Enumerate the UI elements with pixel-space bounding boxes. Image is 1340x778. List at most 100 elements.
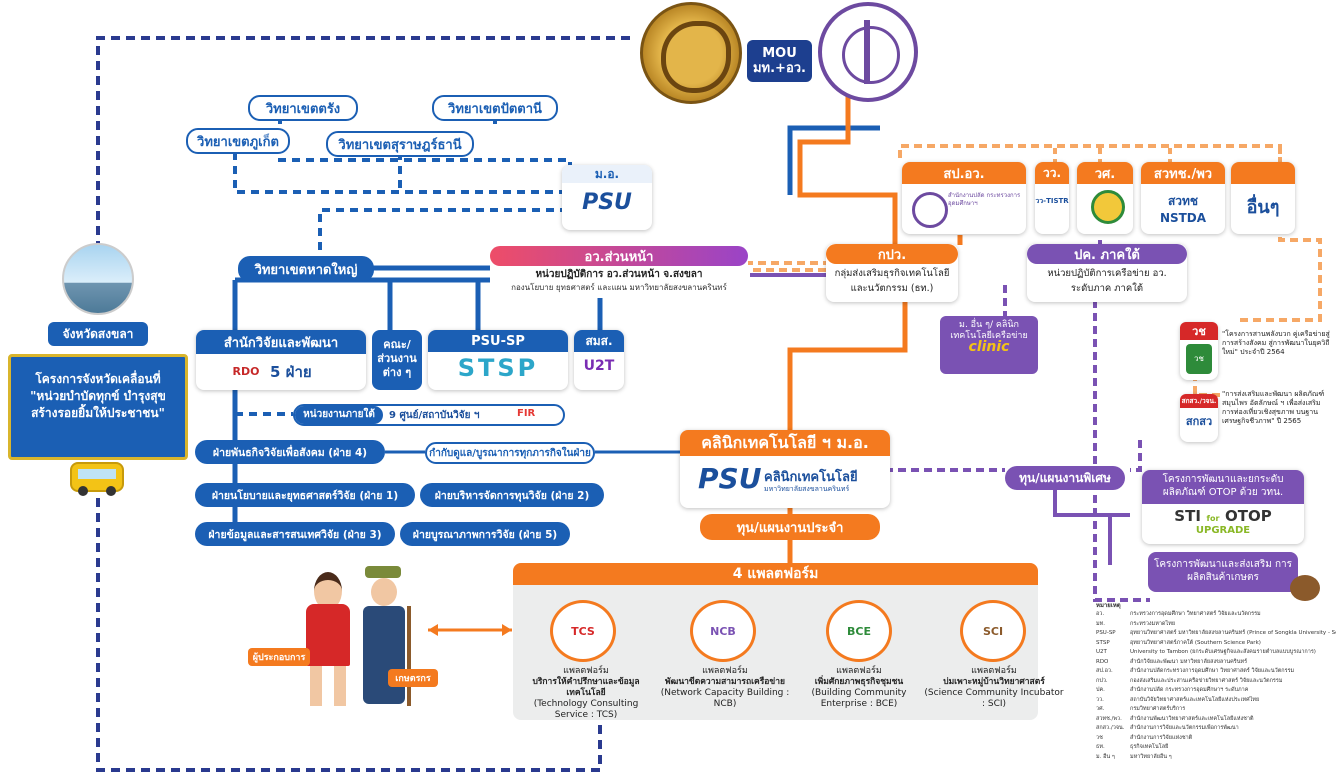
nstda-logo: สวทช NSTDA: [1159, 194, 1207, 225]
wch-card[interactable]: วช วช: [1180, 322, 1218, 380]
division-2[interactable]: ฝ่ายบริหารจัดการทุนวิจัย (ฝ่าย 2): [420, 483, 604, 507]
legend-abbr: PSU-SP: [1096, 630, 1116, 636]
rdo-logo: RDO: [232, 365, 260, 378]
clinic-header: คลินิกเทคโนโลยี ฯ ม.อ.: [680, 430, 890, 456]
legend-desc: กรมวิทยาศาสตร์บริการ: [1130, 706, 1186, 712]
province-project-text: โครงการจังหวัดเคลื่อนที่ "หน่วยบำบัดทุกข…: [30, 372, 166, 420]
legend-desc: อุทยานวิทยาศาสตร์ มหาวิทยาลัยสงขลานครินท…: [1130, 630, 1336, 636]
legend-abbr: วว.: [1096, 696, 1104, 703]
legend-desc: สำนักงานปลัด กระทรวงการอุดมศึกษาฯ ระดับภ…: [1130, 687, 1249, 693]
sms-card[interactable]: สมส. U2T: [574, 330, 624, 390]
entrepreneur-figure: [300, 572, 356, 712]
legend-abbr: ม. อื่น ๆ: [1096, 753, 1115, 760]
legend-row: ม. อื่น ๆ มหาวิทยาลัยอื่น ๆ: [1096, 753, 1336, 763]
psusp-logo: STSP: [457, 354, 539, 382]
wch-text: "โครงการสานพลังบวก คู่เครือข่ายสู่การสร้…: [1222, 330, 1330, 356]
kpw-card[interactable]: กปว. กลุ่มส่งเสริมธุรกิจเทคโนโลยี และนวั…: [826, 244, 958, 302]
legend-row: กปว.กองส่งเสริมและประสานเครือข่ายวิทยาศา…: [1096, 677, 1336, 687]
tcs-pre: แพลตฟอร์ม: [563, 666, 609, 676]
clinic-network-logo: clinic: [968, 339, 1010, 355]
institutes-row[interactable]: หน่วยงานภายใต้ 9 ศูนย์/สถาบันวิจัย ฯ FIR: [293, 404, 565, 426]
sks-logo: สกสว: [1185, 415, 1213, 428]
sms-logo: U2T: [583, 358, 615, 374]
platforms-header: 4 แพลตฟอร์ม: [513, 563, 1038, 585]
agri-card[interactable]: โครงการพัฒนาและส่งเสริม การผลิตสินค้าเกษ…: [1148, 552, 1298, 592]
campus-trang[interactable]: วิทยาเขตตรัง: [248, 95, 358, 121]
agency-tspo[interactable]: สป.อว. สำนักงานปลัด กระทรวงการอุดมศึกษาฯ: [902, 162, 1026, 234]
division-3[interactable]: ฝ่ายข้อมูลและสารสนเทศวิจัย (ฝ่าย 3): [195, 522, 395, 546]
special-fund[interactable]: ทุน/แผนงานพิเศษ: [1005, 466, 1125, 490]
ncb-icon: NCB: [690, 600, 756, 662]
agency-nstda-label: สวทช./พว: [1141, 162, 1225, 184]
campus-surat[interactable]: วิทยาเขตสุราษฎร์ธานี: [326, 131, 474, 157]
farmer-figure: [355, 566, 415, 712]
faculty-label: คณะ/ ส่วนงาน ต่าง ๆ: [377, 338, 417, 379]
legend-desc: ธุรกิจเทคโนโลยี: [1130, 744, 1169, 750]
legend-desc: มหาวิทยาลัยอื่น ๆ: [1130, 753, 1172, 760]
legend-desc: สำนักงานพัฒนาวิทยาศาสตร์และเทคโนโลยีแห่ง…: [1130, 715, 1254, 722]
legend-desc: อุทยานวิทยาศาสตร์ภาคใต้ (Southern Scienc…: [1130, 639, 1261, 646]
agency-others[interactable]: อื่นๆ: [1231, 162, 1295, 234]
legend-abbr: มท.: [1096, 620, 1105, 627]
province-label[interactable]: จังหวัดสงขลา: [48, 322, 148, 346]
division-4[interactable]: ฝ่ายพันธกิจวิจัยเพื่อสังคม (ฝ่าย 4): [195, 440, 385, 464]
dashed-link-mou-province: [96, 36, 630, 245]
sks-header: สกสว./วจน.: [1180, 394, 1218, 408]
agri-label: โครงการพัฒนาและส่งเสริม การผลิตสินค้าเกษ…: [1153, 559, 1293, 583]
bce-en: (Building Community Enterprise : BCE): [811, 688, 907, 709]
agency-tistr-label: วว.: [1035, 162, 1069, 184]
entrepreneur-label: ผู้ประกอบการ: [248, 648, 310, 666]
agency-nstda[interactable]: สวทช./พว สวทช NSTDA: [1141, 162, 1225, 234]
tcs-icon-label: TCS: [571, 624, 595, 638]
agency-tspo-label: สป.อว.: [902, 162, 1026, 184]
legend-row: วชสำนักงานการวิจัยแห่งชาติ: [1096, 734, 1336, 744]
mou-subtitle: มท.+อว.: [752, 61, 806, 76]
otop-card[interactable]: โครงการพัฒนาและยกระดับ ผลิตภัณฑ์ OTOP ด้…: [1142, 470, 1304, 544]
division-1[interactable]: ฝ่ายนโยบายและยุทธศาสตร์วิจัย (ฝ่าย 1): [195, 483, 415, 507]
faculty-card[interactable]: คณะ/ ส่วนงาน ต่าง ๆ: [372, 330, 422, 390]
campus-pattani[interactable]: วิทยาเขตปัตตานี: [432, 95, 558, 121]
legend-abbr: วช: [1096, 734, 1103, 741]
kpw-header: กปว.: [826, 244, 958, 264]
sci-icon-label: SCI: [982, 624, 1004, 638]
ncb-icon-label: NCB: [710, 624, 736, 638]
tistr-logo: วว-TISTR: [1035, 197, 1069, 205]
forward-unit-line2: กองนโยบาย ยุทธศาสตร์ และแผน มหาวิทยาลัยส…: [511, 283, 727, 292]
psu-card[interactable]: ม.อ. PSU: [562, 165, 652, 230]
wch-logo: วช: [1186, 344, 1212, 374]
other-uni-label: ม. อื่น ๆ/ คลินิกเทคโนโลยีเครือข่าย: [950, 320, 1028, 341]
psusp-card[interactable]: PSU-SP STSP: [428, 330, 568, 390]
tspo-logo-text: สำนักงานปลัด กระทรวงการอุดมศึกษาฯ: [948, 192, 1021, 207]
psu-header: ม.อ.: [562, 165, 652, 183]
south-card[interactable]: ปค. ภาคใต้ หน่วยปฏิบัติการเครือข่าย อว. …: [1027, 244, 1187, 302]
division-5[interactable]: ฝ่ายบูรณาภาพการวิจัย (ฝ่าย 5): [400, 522, 570, 546]
fir-logo: FIR: [517, 408, 536, 419]
sci-icon: SCI: [960, 600, 1026, 662]
legend-abbr: ปค.: [1096, 687, 1105, 693]
legend-row: ธท. ธุรกิจเทคโนโลยี: [1096, 743, 1336, 753]
south-header: ปค. ภาคใต้: [1027, 244, 1187, 264]
legend-abbr: STSP: [1096, 639, 1110, 646]
campus-phuket[interactable]: วิทยาเขตภูเก็ต: [186, 128, 290, 154]
clinic-card[interactable]: คลินิกเทคโนโลยี ฯ ม.อ. PSU คลินิกเทคโนโล…: [680, 430, 890, 508]
legend-desc: University to Tambon (ยกระดับเศรษฐกิจและ…: [1130, 649, 1316, 655]
rdo-card[interactable]: สำนักวิจัยและพัฒนา RDO 5 ฝ่าย: [196, 330, 366, 390]
clinic-logo-text: คลินิกเทคโนโลยี: [764, 470, 858, 485]
sks-card[interactable]: สกสว./วจน. สกสว: [1180, 394, 1218, 442]
kpw-line1: กลุ่มส่งเสริมธุรกิจเทคโนโลยี: [834, 268, 950, 279]
institutes-label: หน่วยงานภายใต้: [295, 406, 383, 424]
otop-logo-otop: OTOP: [1224, 507, 1272, 525]
legend-abbr: ธท.: [1096, 744, 1105, 750]
province-project: โครงการจังหวัดเคลื่อนที่ "หน่วยบำบัดทุกข…: [8, 354, 188, 460]
campus-hatyai[interactable]: วิทยาเขตหาดใหญ่: [238, 256, 374, 282]
regular-fund[interactable]: ทุน/แผนงานประจำ: [700, 514, 880, 540]
agency-tistr[interactable]: วว. วว-TISTR: [1035, 162, 1069, 234]
link-kpw-clinic: [787, 300, 908, 430]
other-uni-card[interactable]: ม. อื่น ๆ/ คลินิกเทคโนโลยีเครือข่าย clin…: [940, 316, 1038, 374]
forward-unit-card[interactable]: อว.ส่วนหน้า หน่วยปฏิบัติการ อว.ส่วนหน้า …: [490, 246, 748, 298]
psusp-header: PSU-SP: [428, 330, 568, 352]
legend-abbr: สวทช./พว.: [1096, 715, 1122, 722]
agency-wt[interactable]: วศ.: [1077, 162, 1133, 234]
sks-text: "การส่งเสริมและพัฒนา ผลิตภัณฑ์สมุนไพร อั…: [1222, 390, 1325, 425]
